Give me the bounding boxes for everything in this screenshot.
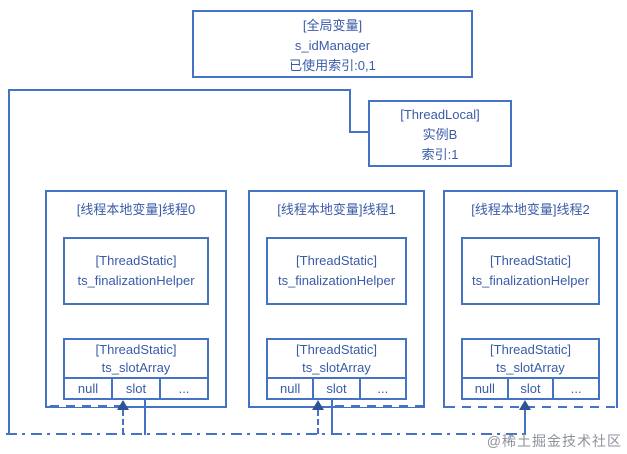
dashed-cross-segment-thread-0 — [50, 405, 120, 407]
thread-2-title: [线程本地变量]线程2 — [471, 202, 590, 217]
slot-pointer-arrowhead-thread-0 — [117, 400, 129, 410]
threadstatic-tag: [ThreadStatic] — [490, 342, 571, 357]
threadstatic-tag: [ThreadStatic] — [296, 342, 377, 357]
thread-box-0: [线程本地变量]线程0 [ThreadStatic] ts_finalizati… — [45, 190, 227, 408]
slotarray-header: [ThreadStatic] ts_slotArray — [65, 340, 207, 377]
global-variable-box: [全局变量] s_idManager 已使用索引:0,1 — [192, 10, 473, 78]
slot-cell-null: null — [280, 380, 301, 396]
slotarray-label: ts_slotArray — [302, 360, 371, 375]
dashed-cross-segment-thread-2 — [446, 406, 616, 408]
slotarray-header: [ThreadStatic] ts_slotArray — [268, 340, 405, 377]
slotarray-label: ts_slotArray — [496, 360, 565, 375]
global-box-used-indexes: 已使用索引:0,1 — [289, 58, 376, 73]
thread-1-title: [线程本地变量]线程1 — [277, 202, 396, 217]
thread-2-slotarray-box: [ThreadStatic] ts_slotArray null slot ..… — [461, 338, 600, 400]
slotarray-header: [ThreadStatic] ts_slotArray — [463, 340, 598, 377]
slot-cell-slot: slot — [111, 379, 159, 398]
slotarray-cells: null slot ... — [463, 377, 598, 398]
threadstatic-tag: [ThreadStatic] — [95, 253, 177, 268]
slot-pointer-dashed-line-thread-1 — [317, 410, 319, 434]
slotarray-cells: null slot ... — [268, 377, 405, 398]
threadstatic-tag: [ThreadStatic] — [490, 253, 571, 268]
threadlocal-box-instance: 实例B — [422, 127, 458, 142]
thread-box-1: [线程本地变量]线程1 [ThreadStatic] ts_finalizati… — [248, 190, 425, 408]
threadlocal-box-index: 索引:1 — [421, 147, 459, 162]
slot-cell-slot: slot — [506, 379, 553, 398]
thread-1-finalization-box: [ThreadStatic] ts_finalizationHelper — [266, 237, 407, 305]
thread-1-slotarray-box: [ThreadStatic] ts_slotArray null slot ..… — [266, 338, 407, 400]
bottom-dashdot-rail — [6, 433, 525, 435]
dashed-cross-segment-thread-1 — [335, 405, 423, 407]
slotarray-label: ts_slotArray — [101, 360, 171, 375]
thread-0-finalization-box: [ThreadStatic] ts_finalizationHelper — [63, 237, 209, 305]
watermark-label: @稀土掘金技术社区 — [486, 433, 622, 449]
threadlocal-instance-box: [ThreadLocal] 实例B 索引:1 — [368, 100, 512, 167]
slot-cell-ellipsis: ... — [552, 379, 598, 398]
thread-0-title: [线程本地变量]线程0 — [76, 202, 196, 217]
slot-down-line-thread-0 — [144, 398, 146, 435]
connector-to-threadlocal-line — [349, 131, 370, 133]
slot-pointer-dashed-line-thread-0 — [122, 410, 124, 434]
global-box-name: s_idManager — [294, 38, 371, 53]
finalization-helper-label: ts_finalizationHelper — [277, 273, 396, 288]
slot-cell-slot: slot — [312, 379, 358, 398]
slot-pointer-arrowhead-thread-1 — [312, 400, 324, 410]
slot-pointer-line-thread-2 — [524, 410, 526, 435]
connector-top-horizontal-line — [8, 89, 351, 91]
slot-cell-ellipsis: ... — [159, 379, 207, 398]
threadstatic-tag: [ThreadStatic] — [296, 253, 377, 268]
thread-box-2: [线程本地变量]线程2 [ThreadStatic] ts_finalizati… — [443, 190, 618, 408]
threadstatic-tag: [ThreadStatic] — [95, 342, 177, 357]
slot-cell-ellipsis: ... — [358, 379, 405, 398]
thread-2-finalization-box: [ThreadStatic] ts_finalizationHelper — [461, 237, 600, 305]
global-box-tag: [全局变量] — [302, 18, 363, 33]
slot-cell-null: null — [474, 380, 495, 396]
slot-cell-null: null — [77, 380, 99, 396]
slot-down-line-thread-1 — [331, 398, 333, 435]
finalization-helper-label: ts_finalizationHelper — [77, 273, 195, 288]
thread-0-slotarray-box: [ThreadStatic] ts_slotArray null slot ..… — [63, 338, 209, 400]
slot-pointer-arrowhead-thread-2 — [519, 400, 531, 410]
finalization-helper-label: ts_finalizationHelper — [471, 273, 590, 288]
connector-left-vertical-line — [8, 89, 10, 433]
connector-drop-line — [349, 89, 351, 133]
slotarray-cells: null slot ... — [65, 377, 207, 398]
threadlocal-box-tag: [ThreadLocal] — [400, 107, 480, 122]
